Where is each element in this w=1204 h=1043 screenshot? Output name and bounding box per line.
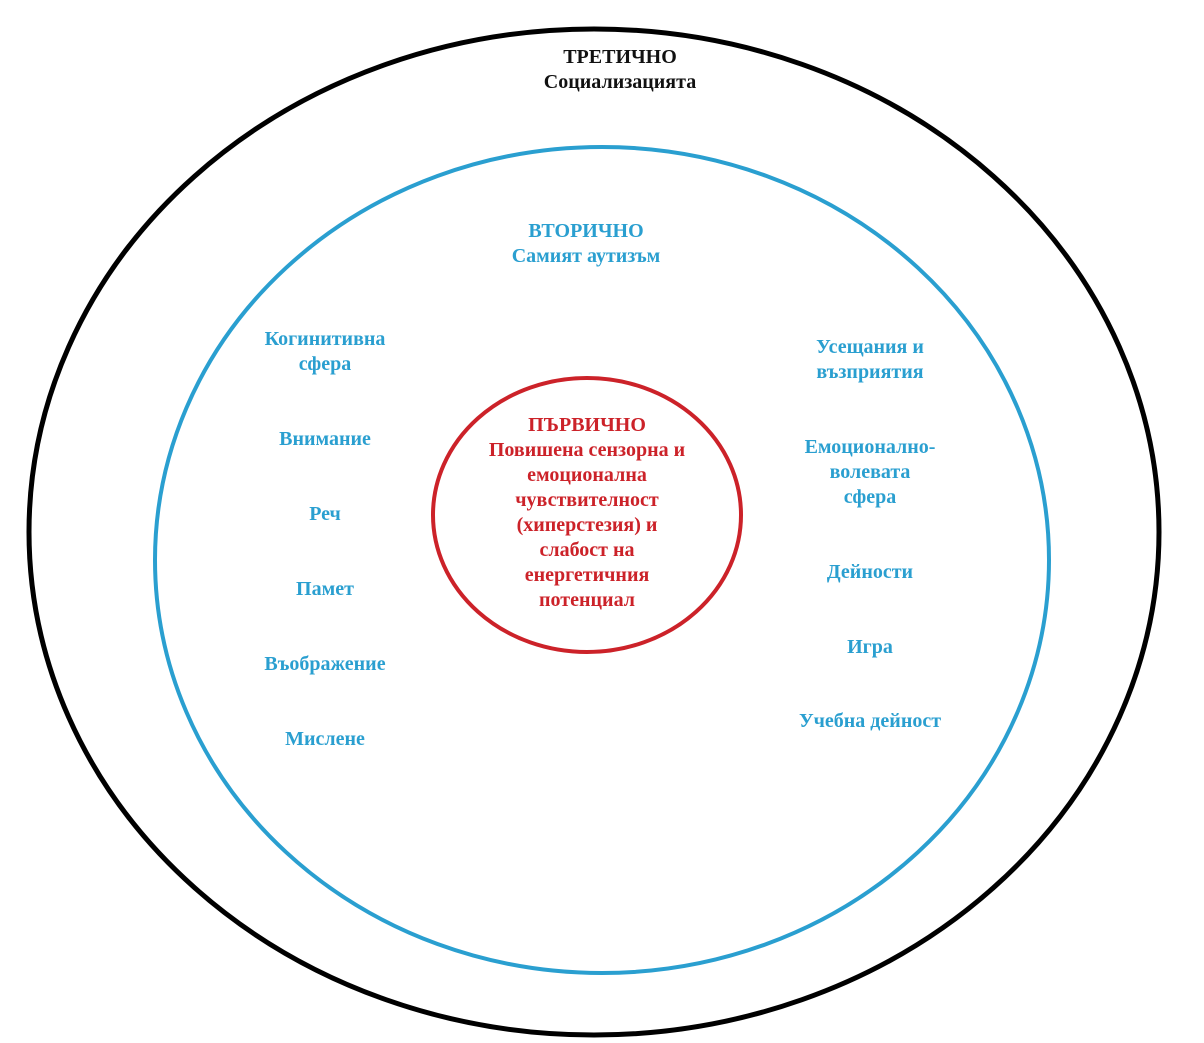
right-item-activities: Дейности: [826, 561, 914, 583]
left-item-attention: Внимание: [279, 428, 371, 450]
left-item-thinking: Мислене: [285, 728, 365, 750]
left-item-memory: Памет: [296, 578, 354, 600]
left-item-speech: Реч: [309, 503, 341, 525]
right-item-sensations: Усещания и възприятия: [816, 336, 924, 383]
primary-title: ПЪРВИЧНО: [528, 414, 646, 436]
outer-ring: [26, 26, 1162, 1038]
middle-ring: [153, 145, 1051, 975]
right-item-play: Игра: [847, 636, 893, 658]
right-item-learning-activity: Учебна дейност: [798, 710, 942, 732]
secondary-title: ВТОРИЧНО: [528, 220, 644, 242]
left-item-imagination: Въображение: [264, 653, 386, 675]
secondary-subtitle: Самият аутизъм: [511, 245, 661, 267]
right-item-emotional-volitional-sphere: Емоционално- волевата сфера: [804, 436, 936, 508]
primary-body: Повишена сензорна и емоционална чувствит…: [488, 439, 686, 611]
left-item-cognitive-sphere: Когинитивна сфера: [264, 328, 386, 375]
tertiary-title: ТРЕТИЧНО: [563, 46, 677, 68]
inner-ring: [431, 376, 743, 654]
tertiary-subtitle: Социализацията: [543, 71, 697, 93]
